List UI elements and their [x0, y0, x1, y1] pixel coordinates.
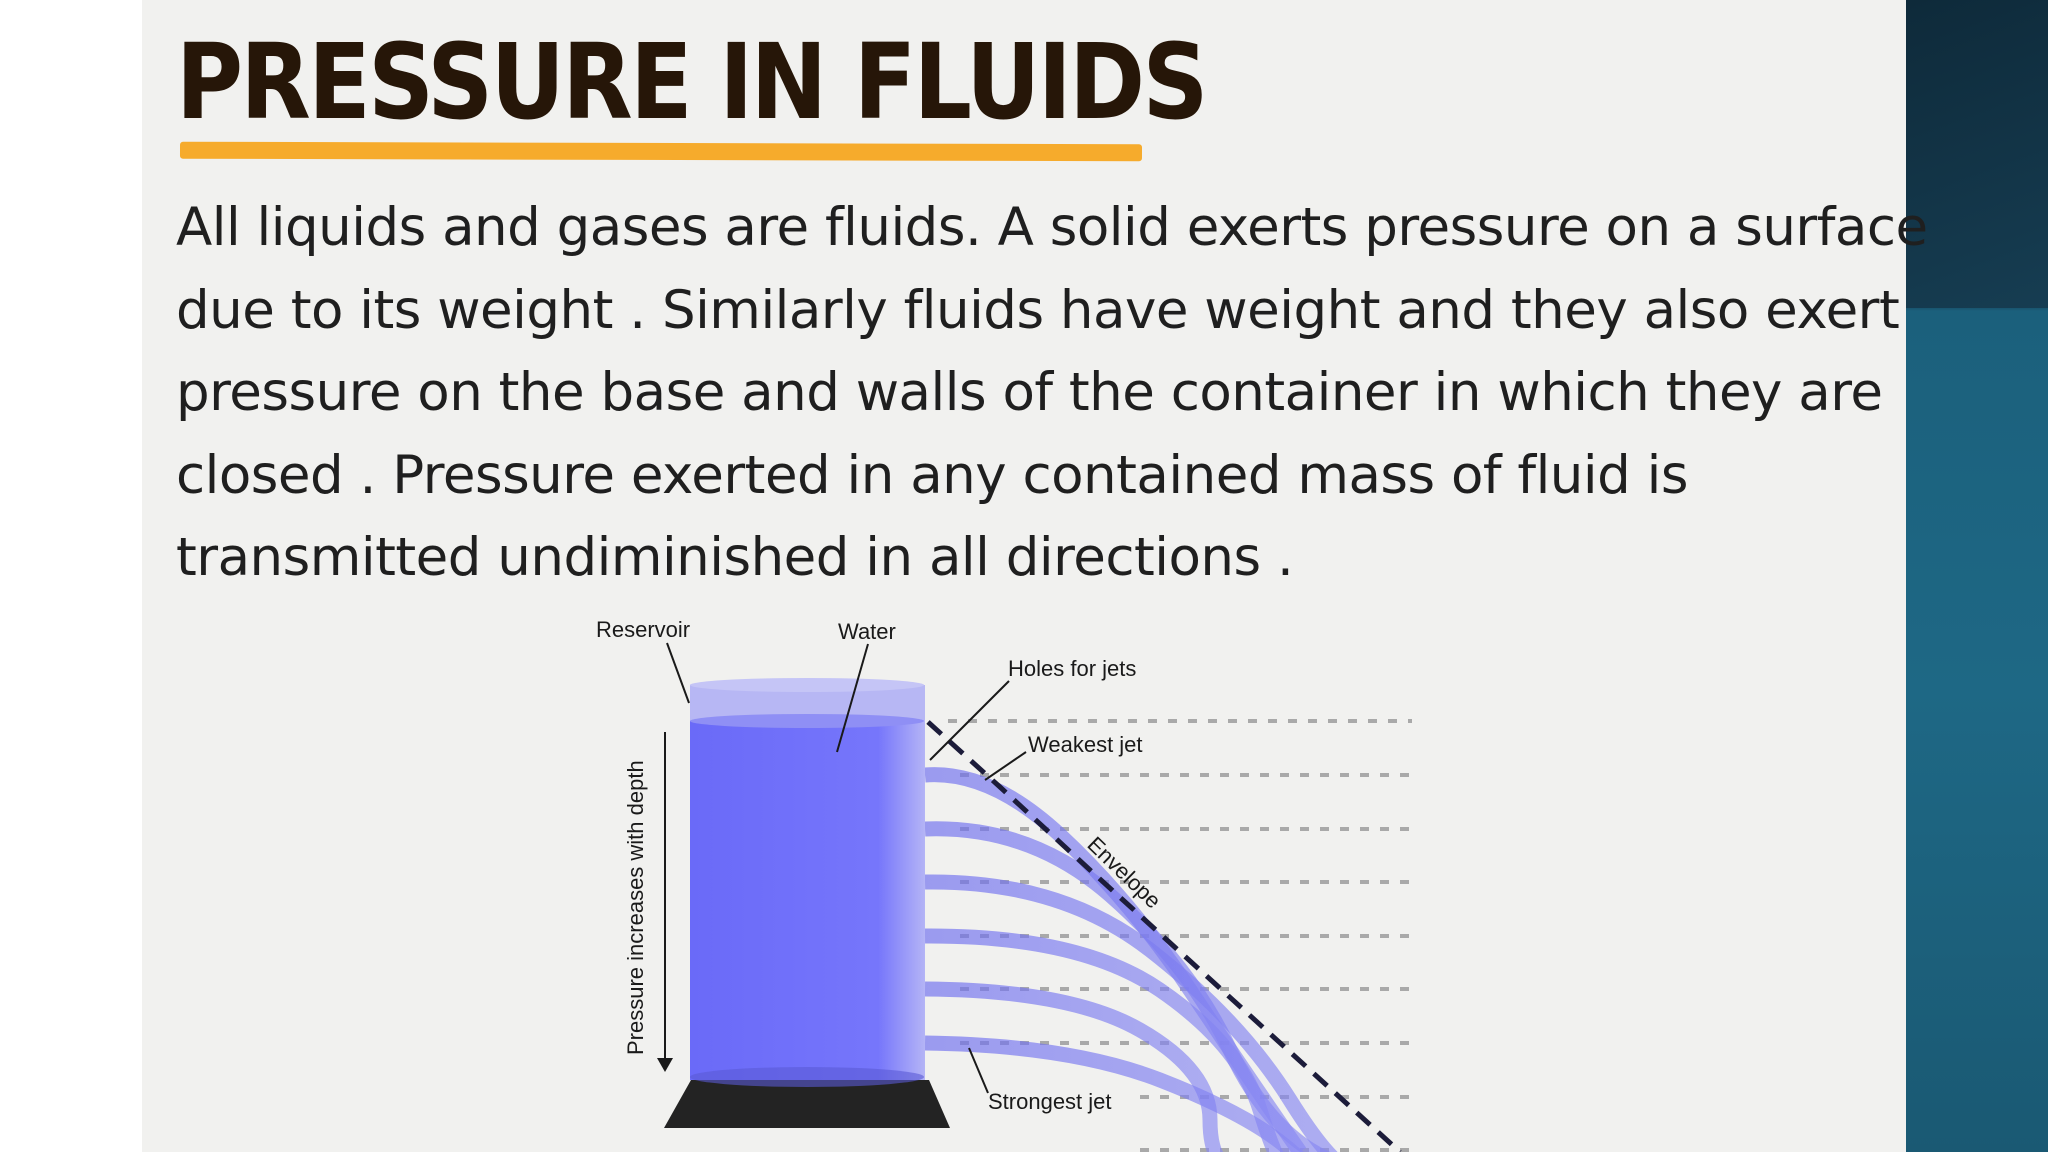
paragraph-line: transmitted undiminished in all directio…: [176, 527, 1294, 588]
weakest-jet-label: Weakest jet: [1028, 732, 1143, 757]
jet-5: [924, 981, 1224, 1152]
pressure-arrow-head: [657, 1058, 673, 1072]
weakest-pointer: [984, 751, 1027, 781]
strongest-jet-label: Strongest jet: [988, 1089, 1112, 1114]
jet-6: [924, 1035, 1304, 1152]
reservoir-base: [664, 1080, 950, 1128]
reservoir-label: Reservoir: [596, 617, 690, 642]
page-title: PRESSURE IN FLUIDS: [176, 21, 1208, 143]
water-level: [690, 714, 924, 728]
water-surface-top: [690, 678, 924, 692]
pressure-depth-label: Pressure increases with depth: [623, 760, 648, 1055]
water-jets: [924, 767, 1338, 1152]
paragraph-line: closed . Pressure exerted in any contain…: [176, 444, 1688, 506]
holes-for-jets-label: Holes for jets: [1008, 656, 1136, 681]
jet-3: [924, 874, 1338, 1152]
slide-background: [142, 0, 1906, 1152]
water-pointer: [836, 643, 869, 753]
water-bottom-shade: [690, 1067, 924, 1087]
reservoir-water: [690, 718, 925, 1080]
paragraph-line: due to its weight . Similarly fluids hav…: [176, 279, 1900, 341]
water-label: Water: [838, 619, 896, 644]
holes-pointer: [929, 680, 1010, 761]
right-panel-dark-block: [1906, 0, 2048, 308]
reservoir-pointer: [666, 642, 690, 704]
label-pointers: [666, 642, 1027, 1094]
envelope-line: [926, 720, 1402, 1152]
body-paragraph: All liquids and gases are fluids. A soli…: [176, 187, 1928, 600]
strongest-pointer: [968, 1047, 989, 1094]
right-side-panel: [1906, 0, 2048, 1152]
paragraph-line: All liquids and gases are fluids. A soli…: [176, 197, 1928, 258]
paragraph-line: pressure on the base and walls of the co…: [176, 362, 1883, 423]
